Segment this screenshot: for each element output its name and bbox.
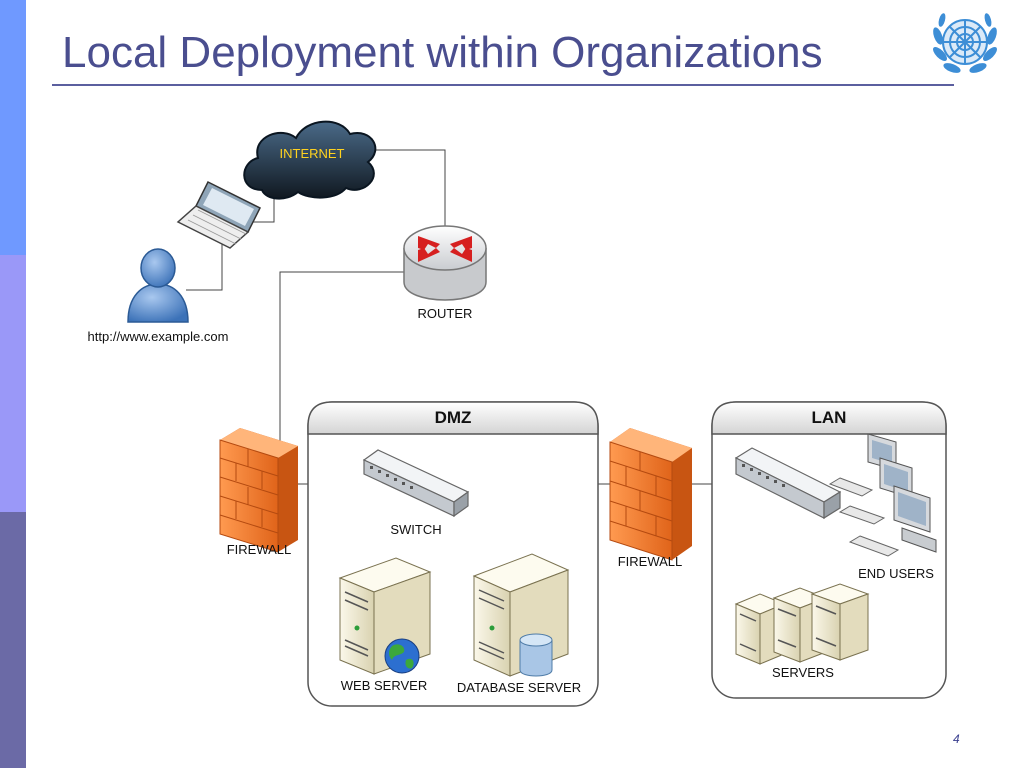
dmz-title: DMZ <box>435 408 472 427</box>
database-icon <box>519 633 553 677</box>
internet-cloud-icon: INTERNET <box>243 120 377 200</box>
lan-servers <box>734 583 870 665</box>
un-emblem-icon <box>933 13 997 73</box>
laptop-icon <box>176 180 262 249</box>
end-users-label: END USERS <box>858 566 934 581</box>
internet-label: INTERNET <box>280 146 345 161</box>
end-users <box>828 433 937 557</box>
firewall-right-label: FIREWALL <box>618 554 683 569</box>
workstation-icon <box>838 457 913 525</box>
firewall-left-label: FIREWALL <box>227 542 292 557</box>
database-server-label: DATABASE SERVER <box>457 680 581 695</box>
server-icon <box>810 583 870 661</box>
user-icon <box>127 248 189 323</box>
url-label: http://www.example.com <box>88 329 229 344</box>
switch-icon <box>362 449 470 518</box>
switch-label: SWITCH <box>390 522 441 537</box>
router-icon <box>403 225 487 301</box>
sidebar-accent-top <box>0 0 26 255</box>
web-server <box>338 557 432 675</box>
lan-title: LAN <box>812 408 847 427</box>
switch-icon <box>734 447 842 520</box>
servers-label: SERVERS <box>772 665 834 680</box>
slide-title: Local Deployment within Organizations <box>62 28 823 77</box>
firewall-icon <box>219 428 298 553</box>
server-icon <box>472 553 570 677</box>
web-server-label: WEB SERVER <box>341 678 427 693</box>
sidebar-accent-middle <box>0 255 26 512</box>
database-server <box>472 553 570 677</box>
sidebar-accent-bottom <box>0 512 26 768</box>
slide-number: 4 <box>953 732 960 746</box>
firewall-icon <box>609 428 692 561</box>
globe-icon <box>384 638 420 674</box>
title-underline <box>52 84 954 86</box>
workstation-icon <box>848 485 937 557</box>
router-label: ROUTER <box>418 306 473 321</box>
